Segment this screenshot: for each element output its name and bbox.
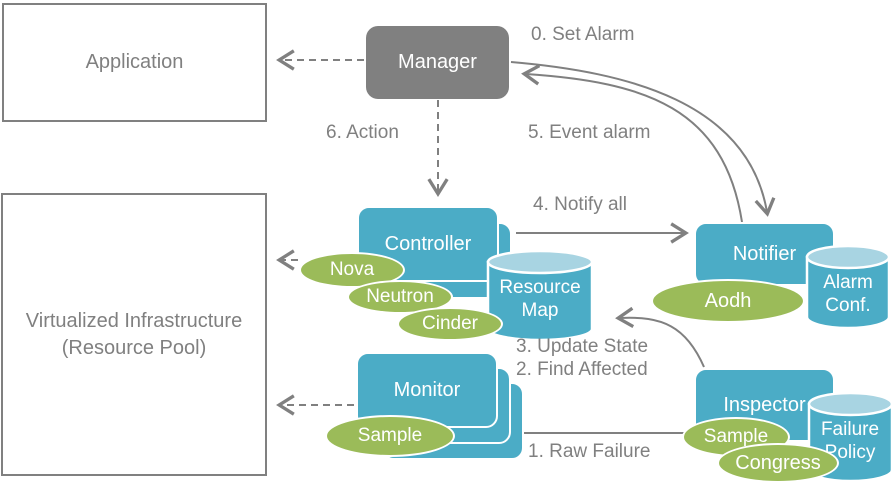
- resource-map-cylinder-top: [486, 249, 594, 275]
- step-label-5-event-alarm: 5. Event alarm: [528, 122, 651, 143]
- step-label-6-action: 6. Action: [326, 122, 399, 143]
- arrow-set-alarm-manager-to-notifier: [510, 61, 776, 217]
- step-label-4-notify-all: 4. Notify all: [533, 194, 627, 215]
- step-label-3-update-state: 3. Update State: [516, 336, 649, 357]
- nova-plugin-ellipse: Nova: [299, 252, 405, 288]
- alarm-conf-cylinder: Alarm Conf.: [805, 244, 891, 330]
- virtualized-infrastructure-box: Virtualized Infrastructure (Resource Poo…: [1, 193, 267, 476]
- step-label-1-raw-failure: 1. Raw Failure: [528, 441, 651, 462]
- aodh-label: Aodh: [704, 289, 752, 312]
- congress-plugin-ellipse: Congress: [717, 443, 839, 483]
- step-label-0-set-alarm: 0. Set Alarm: [531, 24, 635, 45]
- alarm-conf-cylinder-top: [805, 244, 891, 270]
- inspector-label: Inspector: [723, 393, 806, 416]
- step-label-2-find-affected: 2. Find Affected: [516, 359, 648, 380]
- application-box: Application: [2, 3, 267, 122]
- controller-label: Controller: [384, 232, 472, 255]
- manager-label: Manager: [398, 51, 477, 73]
- monitor-label: Monitor: [393, 378, 461, 401]
- congress-label: Congress: [735, 451, 821, 474]
- alarm-conf-label-line2: Conf.: [825, 295, 870, 316]
- failure-policy-label-line1: Failure: [821, 419, 879, 440]
- resource-map-label-line1: Resource: [499, 277, 580, 298]
- failure-policy-cylinder-top: [807, 391, 894, 417]
- resource-map-cylinder: Resource Map: [486, 249, 594, 342]
- application-label: Application: [85, 51, 184, 73]
- cinder-plugin-ellipse: Cinder: [397, 307, 503, 341]
- manager-box: Manager: [366, 26, 509, 99]
- notifier-label: Notifier: [732, 242, 797, 265]
- virtualized-infrastructure-label-line1: Virtualized Infrastructure: [25, 309, 243, 332]
- cinder-label: Cinder: [422, 313, 478, 334]
- aodh-plugin-ellipse: Aodh: [651, 279, 805, 323]
- arrow-event-alarm-notifier-to-manager: [521, 64, 743, 223]
- monitor-sample-label: Sample: [357, 425, 423, 446]
- virtualized-infrastructure-label: Virtualized Infrastructure (Resource Poo…: [26, 308, 242, 362]
- monitor-sample-plugin-ellipse: Sample: [325, 415, 455, 457]
- alarm-conf-label-line1: Alarm: [823, 272, 873, 293]
- nova-label: Nova: [329, 259, 375, 280]
- inspector-sample-label: Sample: [703, 426, 769, 447]
- arrow-inspector-to-resource-map: [615, 306, 705, 368]
- alarm-conf-cylinder-body: [805, 255, 891, 330]
- neutron-label: Neutron: [366, 286, 434, 307]
- virtualized-infrastructure-label-line2: (Resource Pool): [61, 336, 207, 359]
- resource-map-label-line2: Map: [522, 300, 559, 321]
